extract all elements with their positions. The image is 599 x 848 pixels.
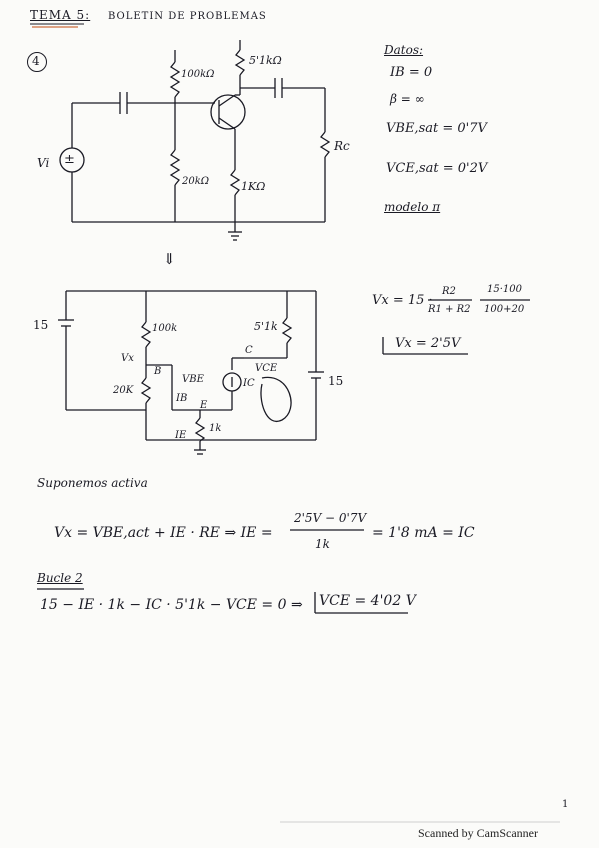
circuit2-source-label: 15 — [33, 318, 49, 332]
circuit1-source-label: Vi — [37, 156, 50, 170]
datos-ib: IB = 0 — [390, 65, 433, 80]
work-eq2: 15 − IE · 1k − IC · 5'1k − VCE = 0 ⇒ — [40, 597, 303, 613]
circuit1-rc-label: Rc — [334, 139, 350, 153]
datos-vce: VCE,sat = 0'2V — [386, 161, 488, 176]
circuit2-base-label: B — [154, 366, 162, 377]
page-number: 1 — [562, 799, 569, 810]
thevenin-num2: 15·100 — [487, 284, 522, 295]
circuit2-r100k-label: 100k — [152, 323, 178, 334]
datos-beta: β = ∞ — [390, 92, 425, 106]
work-eq1-numerator: 2'5V − 0'7V — [294, 511, 367, 525]
circuit2-collector-label: C — [245, 345, 253, 356]
scanner-watermark: Scanned by CamScanner — [418, 826, 538, 840]
circuit1-r1k-label: 1KΩ — [241, 180, 266, 193]
work-eq1-lhs: Vx = VBE,act + IE · RE ⇒ IE = — [54, 525, 273, 541]
thevenin-lhs: Vx = 15 · — [372, 293, 433, 308]
circuit2-emitter-label: E — [200, 400, 208, 411]
circuit2-vbe-label: VBE — [182, 374, 204, 385]
thevenin-result: Vx = 2'5V — [395, 336, 461, 351]
circuit1-r51k-label: 5'1kΩ — [249, 54, 282, 67]
circuit2-vx-label: Vx — [121, 353, 134, 364]
circuit1-r20k-label: 20kΩ — [182, 176, 210, 187]
circuit2-ie-label: IE — [175, 430, 187, 441]
page-heading: TEMA 5: — [30, 8, 91, 22]
work-eq2-result: VCE = 4'02 V — [319, 593, 416, 609]
circuit2-ib-label: IB — [176, 393, 188, 404]
problem-number: 4 — [32, 54, 40, 68]
circuit1-r100k-label: 100kΩ — [181, 69, 215, 80]
circuit2-vce-label: VCE — [255, 363, 278, 374]
thevenin-den1: R1 + R2 — [428, 304, 471, 315]
work-assumption: Suponemos activa — [37, 476, 148, 490]
circuit2-ic-label: IC — [243, 378, 255, 389]
source-plus-sign: ± — [64, 152, 75, 167]
problem-number-circle — [27, 52, 47, 72]
datos-title: Datos: — [384, 43, 424, 57]
datos-modelo: modelo π — [384, 200, 441, 214]
work-eq1-rhs: = 1'8 mA = IC — [372, 525, 475, 541]
circuit2-r1k-label: 1k — [209, 423, 222, 434]
circuit2-r51k-label: 5'1k — [254, 320, 278, 333]
thevenin-den2: 100+20 — [484, 304, 525, 315]
datos-vbe: VBE,sat = 0'7V — [386, 121, 487, 136]
page-subheading: BOLETIN DE PROBLEMAS — [108, 11, 267, 22]
circuit2-rhs-source-label: 15 — [328, 374, 344, 388]
work-eq1-denominator: 1k — [315, 537, 330, 551]
down-arrow-icon: ⇓ — [163, 250, 176, 268]
circuit2-r20k-label: 20K — [113, 385, 134, 396]
work-loop-label: Bucle 2 — [37, 571, 83, 585]
thevenin-num1: R2 — [442, 286, 456, 297]
